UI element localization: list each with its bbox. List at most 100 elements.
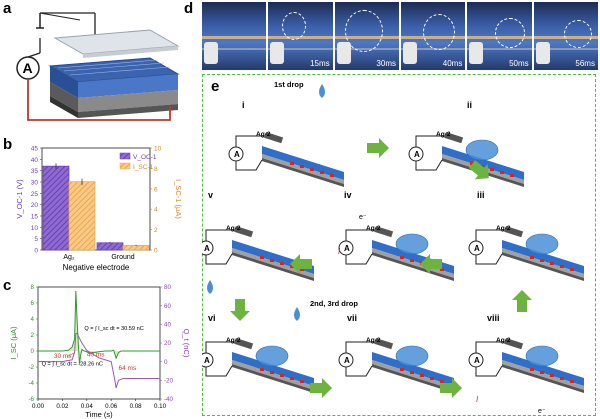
left-tick-label: 20	[31, 202, 39, 209]
right-tick-label: 4	[154, 207, 158, 214]
positive-charge	[400, 256, 404, 259]
positive-charge	[300, 165, 304, 168]
ammeter-symbol: A	[474, 244, 480, 253]
positive-charge	[570, 380, 574, 383]
legend-swatch	[119, 162, 131, 170]
y-tick-label: 2	[31, 332, 35, 339]
x-tick-label: 0.02	[56, 403, 69, 410]
positive-charge	[270, 371, 274, 374]
category-label: Ag₂	[63, 254, 75, 261]
frame-1: 15ms	[268, 2, 333, 70]
ammeter-symbol: A	[474, 356, 480, 365]
positive-charge	[420, 374, 424, 377]
x-tick-label: 0.10	[154, 403, 167, 410]
positive-charge	[280, 262, 284, 265]
positive-charge	[300, 380, 304, 383]
water-drop-icon	[319, 84, 325, 98]
y2-tick-label: 60	[164, 303, 171, 310]
ammeter-symbol: A	[234, 150, 240, 159]
device-schematic: A	[16, 12, 180, 121]
positive-charge	[540, 259, 544, 262]
step-vi-circuit	[202, 337, 315, 394]
positive-charge	[410, 371, 414, 374]
category-label: Ground	[111, 254, 134, 261]
positive-charge	[430, 377, 434, 380]
legend-label: V_OC-1	[133, 154, 157, 161]
panel-label-d: d	[184, 0, 194, 17]
positive-charge	[260, 368, 264, 371]
step-label-iv: iv	[344, 190, 352, 200]
electrode-label: Ag-2	[366, 337, 381, 344]
step-ii-circuit	[408, 131, 525, 188]
left-tick-label: 25	[31, 191, 39, 198]
electrode-label: Ag-2	[366, 225, 381, 232]
frame-5: 56ms	[533, 2, 598, 70]
positive-charge	[280, 374, 284, 377]
positive-charge	[560, 265, 564, 268]
droplet-frame-strip: 15ms 30ms 40ms 50ms 56ms	[202, 2, 598, 70]
y-tick-label: -6	[28, 396, 34, 403]
y2-tick-label: -40	[164, 396, 174, 403]
frame-0	[202, 2, 267, 70]
left-tick-label: 5	[34, 236, 38, 243]
step-label-vi: vi	[208, 313, 216, 323]
current-symbol: I	[338, 247, 341, 256]
positive-charge	[300, 268, 304, 271]
panel-label-c: c	[3, 277, 12, 294]
positive-charge	[320, 171, 324, 174]
step-label-ii: ii	[467, 100, 472, 110]
x-tick-label: 0.00	[32, 403, 45, 410]
positive-charge	[530, 256, 534, 259]
electrode-label: Ag-2	[496, 337, 511, 344]
step-iv-circuit	[338, 225, 455, 282]
frame-3: 40ms	[400, 2, 466, 70]
current-line	[38, 290, 160, 364]
step-label-vii: vii	[347, 313, 357, 323]
panel-label-a: a	[3, 0, 12, 17]
right-tick-label: 2	[154, 227, 158, 234]
y-axis-label: V_OC-1 (V)	[15, 179, 24, 219]
positive-charge	[530, 368, 534, 371]
positive-charge	[440, 380, 444, 383]
positive-charge	[490, 168, 494, 171]
green-flow-arrow	[512, 290, 532, 312]
frame-timestamp: 40ms	[442, 59, 463, 68]
annotation-q-pos: Q = ∫ I_sc dt = 30.59 nC	[84, 326, 143, 332]
step-label-iii: iii	[477, 190, 485, 200]
ammeter-symbol: A	[414, 150, 420, 159]
positive-charge	[550, 262, 554, 265]
annotation-64ms: 64 ms	[119, 365, 137, 372]
plot-frame	[41, 147, 151, 251]
frame-timestamp: 50ms	[509, 59, 529, 68]
positive-charge	[550, 374, 554, 377]
water-droplet	[255, 345, 289, 367]
second-third-drop-label: 2nd, 3rd drop	[310, 299, 358, 308]
step-i-circuit	[228, 131, 345, 188]
positive-charge	[540, 371, 544, 374]
first-drop-label: 1st drop	[274, 80, 304, 89]
y-tick-label: 0	[31, 348, 35, 355]
step-label-v: v	[208, 190, 213, 200]
panel-label-b: b	[3, 136, 13, 153]
left-tick-label: 30	[31, 180, 39, 187]
y2-tick-label: 40	[164, 322, 171, 329]
electrode-label: Ag-2	[226, 337, 241, 344]
water-drop-icon	[207, 280, 213, 294]
y2-axis-label: Q_t (nC)	[182, 329, 190, 358]
panel-label-e: e	[211, 78, 220, 95]
positive-charge	[560, 377, 564, 380]
positive-charge	[270, 259, 274, 262]
current-symbol: I	[476, 395, 479, 404]
positive-charge	[330, 174, 334, 177]
right-tick-label: 0	[154, 248, 158, 255]
y-tick-label: -4	[28, 380, 34, 387]
ammeter-symbol: A	[23, 60, 33, 76]
annotation-30ms: 30 ms	[54, 353, 72, 360]
green-flow-arrow	[367, 138, 389, 158]
left-tick-label: 45	[31, 146, 39, 153]
x-tick-label: 0.04	[81, 403, 94, 410]
water-drop-icon	[294, 307, 300, 321]
left-tick-label: 10	[31, 225, 39, 232]
